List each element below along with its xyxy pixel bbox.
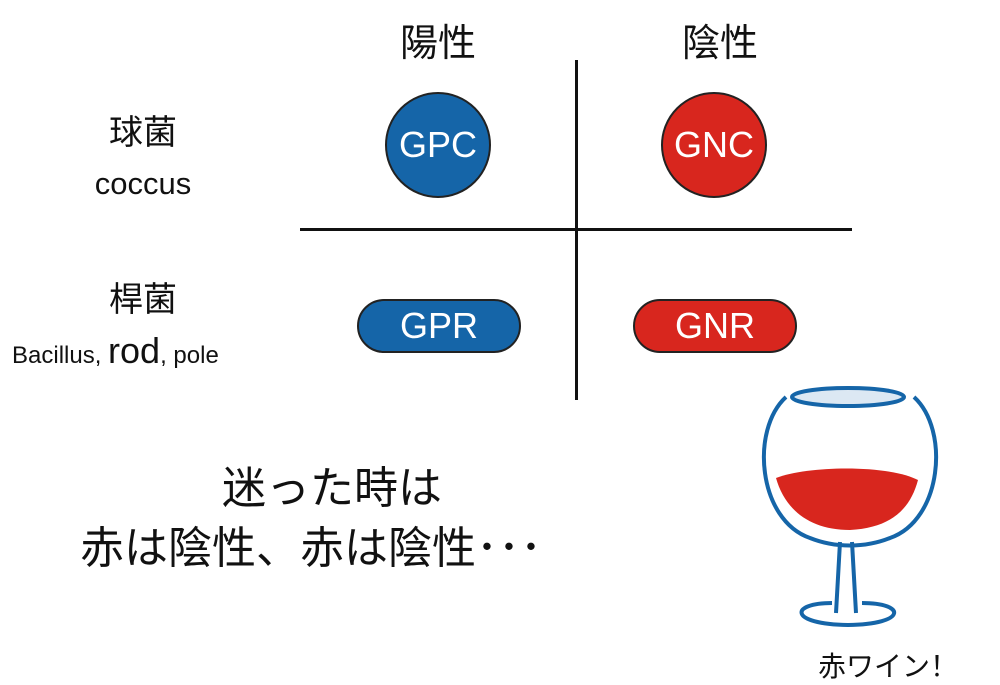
cell-gnc: GNC <box>661 92 767 198</box>
row-sub-cocci: coccus <box>94 166 192 201</box>
wine-caption: 赤ワイン！ <box>818 650 959 683</box>
cell-gpc: GPC <box>385 92 491 198</box>
cell-gnr: GNR <box>633 299 797 353</box>
message-line2: 赤は陰性、赤は陰性･･･ <box>80 523 542 574</box>
pole-text: , pole <box>160 342 219 369</box>
row-label-rods: 桿菌 <box>109 280 177 320</box>
bacillus-text: Bacillus, <box>12 342 109 369</box>
header-positive: 陽性 <box>399 21 476 65</box>
wine-glass-icon <box>761 386 939 628</box>
cell-gpr: GPR <box>357 299 521 353</box>
horizontal-divider <box>300 228 852 231</box>
message-line1: 迷った時は <box>222 463 442 514</box>
row-sub-rods: Bacillus, rod, pole <box>12 330 219 372</box>
rod-text: rod <box>108 330 161 371</box>
header-negative: 陰性 <box>681 21 758 65</box>
row-label-cocci: 球菌 <box>109 113 177 153</box>
